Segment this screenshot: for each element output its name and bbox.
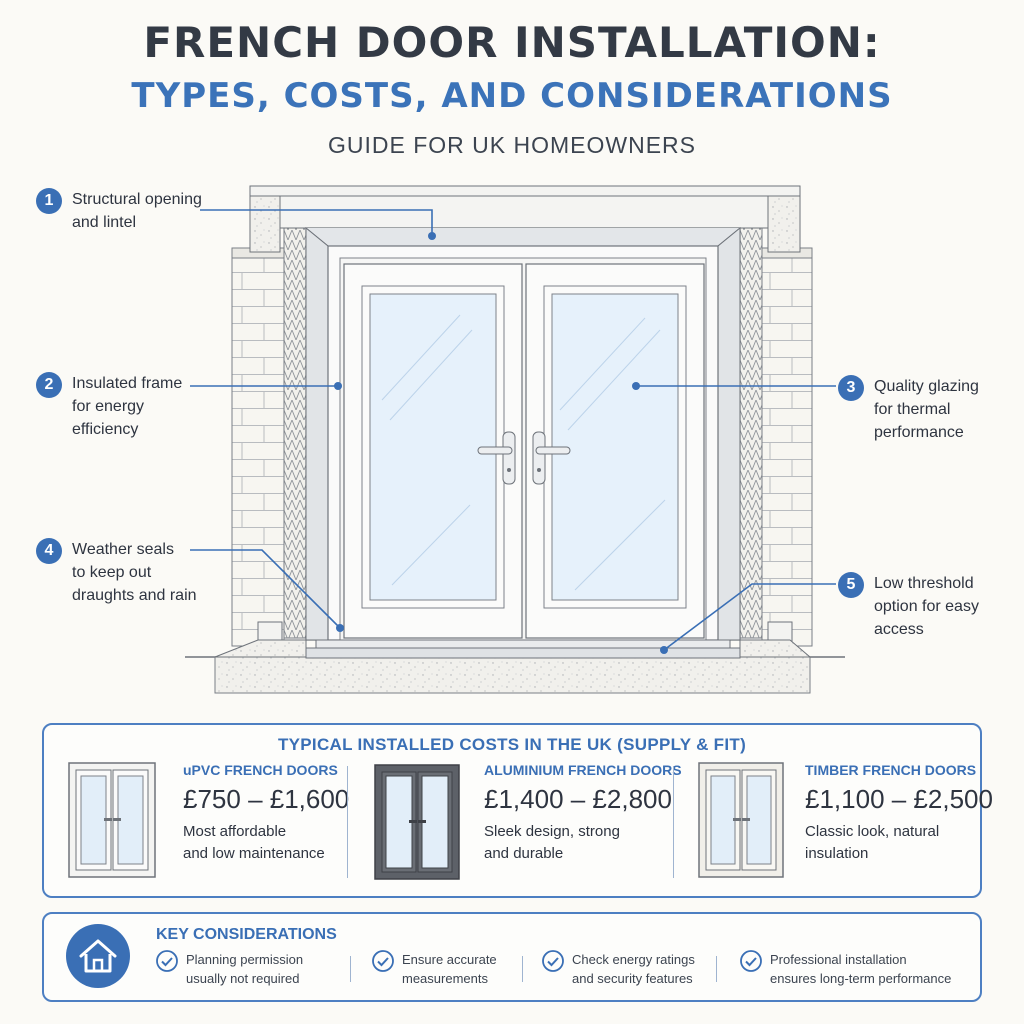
considerations-title: KEY CONSIDERATIONS [156,926,337,943]
callout-number: 1 [36,188,62,214]
cavity-insulation-left [283,227,307,639]
timber-door-icon [698,762,784,878]
callout-number: 2 [36,372,62,398]
cost-item-aluminium: ALUMINIUM FRENCH DOORS £1,400 – £2,800 S… [484,762,682,886]
threshold-sill [305,647,741,659]
callout-leaders [190,209,836,651]
check-circle-icon [372,950,394,972]
check-circle-icon [542,950,564,972]
door-handles [477,431,571,485]
costs-panel [42,723,982,898]
reveal-left [305,226,329,641]
house-icon [66,924,130,988]
divider [347,766,348,878]
upvc-door-icon [68,762,156,878]
brick-wall-right [761,255,813,647]
callout-markers [334,232,668,654]
callout-number: 3 [838,375,864,401]
divider [716,956,717,982]
costs-title: TYPICAL INSTALLED COSTS IN THE UK (SUPPL… [277,735,747,754]
considerations-panel [42,912,982,1002]
cost-name: ALUMINIUM FRENCH DOORS [484,762,682,778]
lintel [279,195,769,229]
cost-item-upvc: uPVC FRENCH DOORS £750 – £1,600 Most aff… [183,762,349,886]
step-left [214,639,307,658]
glass-pane-left [369,293,497,601]
check-circle-icon [156,950,178,972]
check-circle-icon [740,950,762,972]
foundation [214,656,811,694]
cavity-insulation-right [739,227,763,639]
aluminium-door-icon [374,764,460,880]
page-title-secondary: TYPES, COSTS, AND CONSIDERATIONS [131,76,893,116]
reveal-right [717,226,741,641]
brick-wall-left [231,255,285,647]
step-right [739,639,812,658]
reveal-head [305,227,741,247]
divider [673,766,674,878]
cost-name: uPVC FRENCH DOORS [183,762,338,778]
glass-pane-right [551,293,679,601]
cost-name: TIMBER FRENCH DOORS [805,762,977,778]
french-door-diagram [185,185,845,694]
lintel-top [249,185,801,197]
cost-price: £1,100 – £2,500 [805,784,993,814]
lintel-bearing-right [767,195,801,253]
divider [522,956,523,982]
lintel-bearing-left [249,195,281,253]
page-subtitle: GUIDE FOR UK HOMEOWNERS [327,132,696,158]
callout-number: 4 [36,538,62,564]
cost-price: £750 – £1,600 [183,784,350,814]
glass-reflections [381,314,666,591]
cost-price: £1,400 – £2,800 [484,784,672,814]
cost-item-timber: TIMBER FRENCH DOORS £1,100 – £2,500 Clas… [805,762,993,886]
callout-number: 5 [838,572,864,598]
divider [350,956,351,982]
page-title: FRENCH DOOR INSTALLATION: [143,18,881,67]
